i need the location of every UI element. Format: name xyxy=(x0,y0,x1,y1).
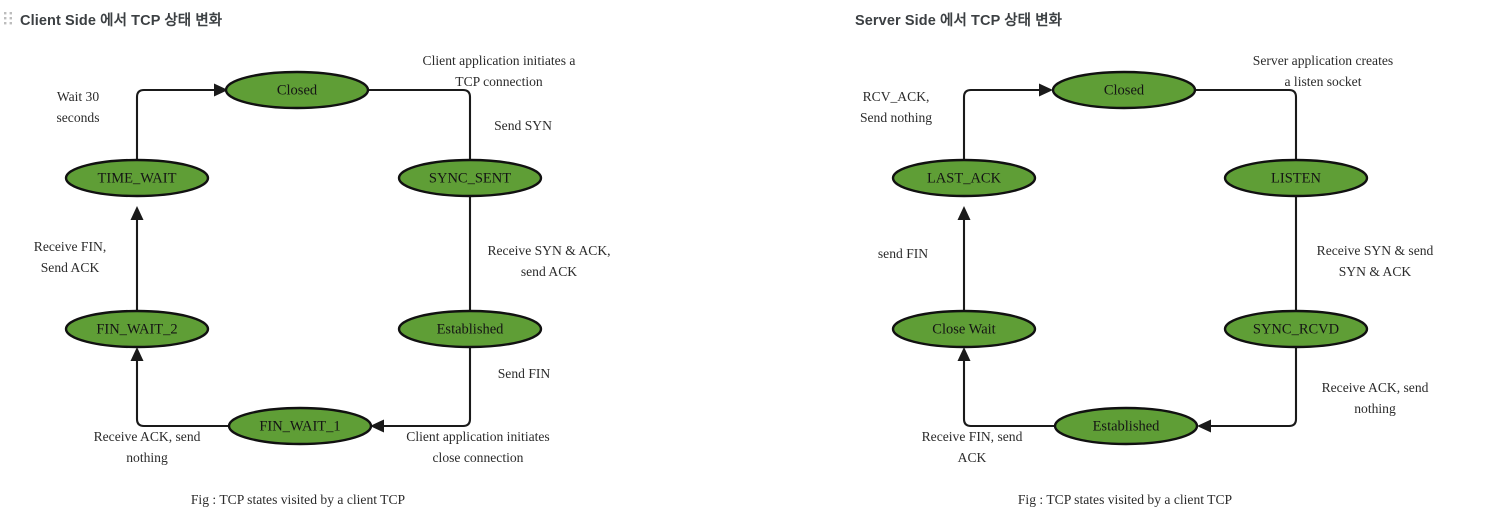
page-title-server: Server Side 에서 TCP 상태 변화 xyxy=(855,12,1063,29)
node-established-label: Established xyxy=(437,321,505,337)
edge-established-to-fin-wait-1 xyxy=(384,346,472,428)
node-sync-rcvd-label: SYNC_RCVD xyxy=(1253,321,1339,337)
arrowhead-fin-wait-2-to-time-wait xyxy=(130,206,144,220)
drag-handle-dots-icon[interactable] xyxy=(4,12,13,26)
node-sync-sent-label: SYNC_SENT xyxy=(429,170,511,186)
server-panel-header: Server Side 에서 TCP 상태 변화 xyxy=(855,8,1062,30)
node-established-label: Established xyxy=(1093,418,1161,434)
node-fin-wait-2[interactable]: FIN_WAIT_2 xyxy=(64,309,210,349)
node-fin-wait-1[interactable]: FIN_WAIT_1 xyxy=(227,406,373,446)
edge-label-rcv-ack-line1: RCV_ACK, xyxy=(863,89,930,104)
page-title-client: Client Side 에서 TCP 상태 변화 xyxy=(20,12,223,29)
figure-caption-server: Fig : TCP states visited by a client TCP xyxy=(1018,492,1233,507)
edge-label-receive-fin-line2: Send ACK xyxy=(41,260,100,275)
node-time-wait-label: TIME_WAIT xyxy=(98,170,177,186)
edge-label-receive-syn-send-line2: SYN & ACK xyxy=(1339,264,1412,279)
diagram-server-tcp-states: Closed LISTEN SYNC_RCVD Established Clos… xyxy=(860,53,1434,507)
node-last-ack-label: LAST_ACK xyxy=(927,170,1002,186)
edge-closed-to-sync-sent xyxy=(368,88,472,164)
node-closed[interactable]: Closed xyxy=(1051,70,1197,110)
panel-client-side: Client Side 에서 TCP 상태 변화 Closed SYNC_SEN… xyxy=(4,8,611,507)
node-established[interactable]: Established xyxy=(1053,406,1199,446)
arrowhead-fin-wait-1-to-fin-wait-2 xyxy=(130,347,144,361)
edge-label-receive-ack-send-line1: Receive ACK, send xyxy=(1322,380,1429,395)
edge-label-close-connection-line1: Client application initiates xyxy=(406,429,549,444)
edge-label-server-creates-line1: Server application creates xyxy=(1253,53,1393,68)
client-panel-header: Client Side 에서 TCP 상태 변화 xyxy=(4,8,222,30)
node-time-wait[interactable]: TIME_WAIT xyxy=(64,158,210,198)
edge-label-close-connection-line2: close connection xyxy=(433,450,524,465)
arrowhead-time-wait-to-closed xyxy=(214,83,228,97)
edge-sync-rcvd-to-established xyxy=(1211,346,1298,428)
edge-label-receive-fin-line1: Receive FIN, xyxy=(34,239,106,254)
edge-label-server-creates-line2: a listen socket xyxy=(1284,74,1361,89)
node-close-wait[interactable]: Close Wait xyxy=(891,309,1037,349)
edge-label-receive-ack-line2: nothing xyxy=(126,450,168,465)
edge-label-receive-fin-send-line2: ACK xyxy=(958,450,987,465)
node-fin-wait-2-label: FIN_WAIT_2 xyxy=(96,321,177,337)
edge-label-client-initiates-line2: TCP connection xyxy=(455,74,543,89)
edge-closed-to-listen xyxy=(1196,88,1298,164)
node-closed-label: Closed xyxy=(277,82,318,98)
node-close-wait-label: Close Wait xyxy=(932,321,995,337)
arrowhead-close-wait-to-last-ack xyxy=(957,206,971,220)
edge-label-rcv-ack-line2: Send nothing xyxy=(860,110,932,125)
arrowhead-last-ack-to-closed xyxy=(1039,83,1053,97)
edge-label-receive-ack-send-line2: nothing xyxy=(1354,401,1396,416)
edge-label-client-initiates-line1: Client application initiates a xyxy=(423,53,576,68)
figure-caption-client: Fig : TCP states visited by a client TCP xyxy=(191,492,406,507)
node-last-ack[interactable]: LAST_ACK xyxy=(891,158,1037,198)
arrowhead-established-to-fin-wait-1 xyxy=(370,419,384,433)
edge-label-send-fin: send FIN xyxy=(878,246,928,261)
edge-fin-wait-1-to-fin-wait-2 xyxy=(135,361,230,428)
edge-established-to-close-wait xyxy=(962,361,1055,428)
node-fin-wait-1-label: FIN_WAIT_1 xyxy=(259,418,340,434)
node-sync-sent[interactable]: SYNC_SENT xyxy=(397,158,543,198)
edge-label-receive-fin-send-line1: Receive FIN, send xyxy=(922,429,1023,444)
edge-label-send-fin: Send FIN xyxy=(498,366,551,381)
arrowhead-established-to-close-wait xyxy=(957,347,971,361)
node-listen[interactable]: LISTEN xyxy=(1223,158,1369,198)
edge-label-send-syn: Send SYN xyxy=(494,118,552,133)
diagram-client-tcp-states: Closed SYNC_SENT Established FIN_WAIT_1 … xyxy=(34,53,611,507)
edge-label-receive-syn-send-line1: Receive SYN & send xyxy=(1317,243,1434,258)
edge-last-ack-to-closed xyxy=(962,88,1039,175)
node-listen-label: LISTEN xyxy=(1271,170,1321,186)
arrowhead-sync-rcvd-to-established xyxy=(1197,419,1211,433)
node-closed[interactable]: Closed xyxy=(224,70,370,110)
edge-label-receive-syn-ack-line1: Receive SYN & ACK, xyxy=(487,243,610,258)
edge-label-wait-30-line2: seconds xyxy=(56,110,99,125)
node-closed-label: Closed xyxy=(1104,82,1145,98)
node-established[interactable]: Established xyxy=(397,309,543,349)
panel-server-side: Server Side 에서 TCP 상태 변화 Closed LISTEN xyxy=(748,0,1496,532)
edge-label-wait-30-line1: Wait 30 xyxy=(57,89,100,104)
edge-label-receive-ack-line1: Receive ACK, send xyxy=(94,429,201,444)
edge-time-wait-to-closed xyxy=(135,88,214,175)
edge-label-receive-syn-ack-line2: send ACK xyxy=(521,264,577,279)
node-sync-rcvd[interactable]: SYNC_RCVD xyxy=(1223,309,1369,349)
